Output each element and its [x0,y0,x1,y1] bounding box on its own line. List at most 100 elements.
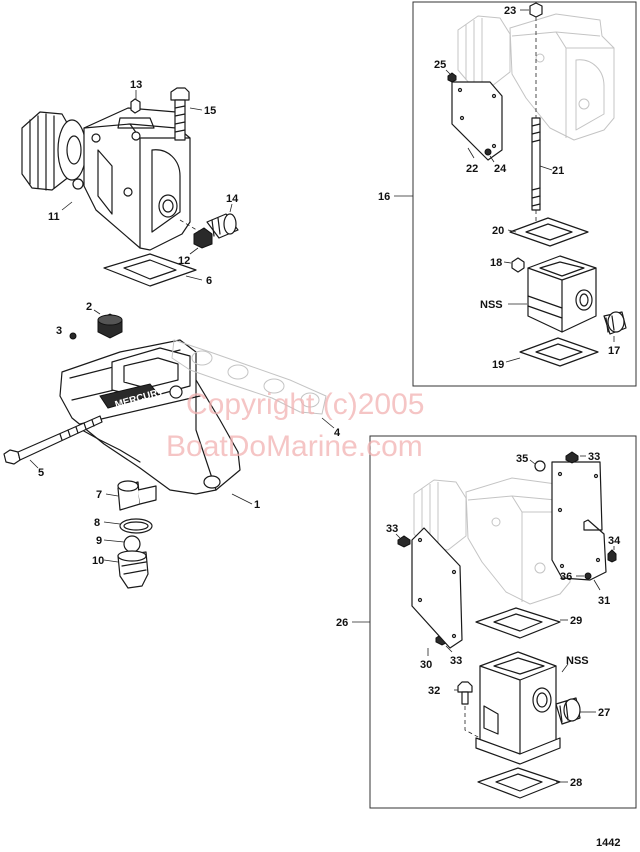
callout-27: 27 [598,707,610,719]
callout-12: 12 [178,255,190,267]
plug-36 [584,572,592,580]
ghost-elbow-top [457,13,615,141]
leader-33-bottom [445,645,453,653]
leader-31 [593,579,601,591]
dash-32 [464,706,481,739]
leader-35 [529,459,536,465]
callout-19: 19 [492,359,504,371]
screw-33-left [397,535,411,548]
elbow-fitting-10 [117,550,149,589]
dash-12-14 [179,219,201,233]
fitting-14 [206,213,239,239]
callout-8: 8 [94,517,100,529]
leader-14 [229,203,233,213]
gasket-28 [477,767,561,799]
plate-31 [551,461,607,581]
callout-35: 35 [516,453,528,465]
callout-30: 30 [420,659,432,671]
elbow-assembly-11 [21,107,191,251]
leader-25 [445,69,451,75]
screw-24 [484,148,492,156]
callout-15: 15 [204,105,216,117]
fitting-27 [555,697,581,725]
leader-2 [93,309,101,315]
callout-23: 23 [504,5,516,17]
callout-5: 5 [38,467,44,479]
leader-20 [507,229,517,233]
screw-34 [607,549,617,563]
leader-10 [103,559,119,563]
plug-35 [534,460,546,472]
bolt-5 [3,415,103,465]
callout-32: 32 [428,685,440,697]
callout-33-bottom: 33 [450,655,462,667]
callout-4: 4 [334,427,341,439]
leader-12 [189,247,199,255]
callout-33-left: 33 [386,523,398,535]
nut-3 [69,332,77,340]
plug-2 [97,313,123,339]
callout-16: 16 [378,191,390,203]
fitting-7 [117,480,157,511]
manifold-gasket-4 [171,339,327,415]
callout-nss-bottom: NSS [566,655,589,667]
callout-nss-top: NSS [480,299,503,311]
leader-21 [539,165,553,171]
callout-1: 1 [254,499,260,511]
callout-11: 11 [48,211,60,223]
leader-6 [185,275,203,281]
riser-nss-bottom [475,651,561,765]
leader-4 [321,417,335,429]
callout-18: 18 [490,257,502,269]
leader-33-left [395,533,401,539]
leader-8 [103,521,121,525]
o-ring-8 [119,518,153,534]
callout-6: 6 [206,275,212,287]
gasket-19 [519,337,599,367]
callout-28: 28 [570,777,582,789]
callout-24: 24 [494,163,507,175]
callout-2: 2 [86,301,92,313]
callout-20: 20 [492,225,504,237]
leader-24 [489,155,495,163]
leader-19 [505,357,521,363]
plate-22 [451,81,503,161]
callout-31: 31 [598,595,610,607]
callout-34: 34 [608,535,621,547]
leader-5 [29,459,39,469]
leader-15 [189,107,203,111]
callout-33-top: 33 [588,451,600,463]
ball-9 [123,535,141,553]
plug-12 [193,227,213,249]
callout-26: 26 [336,617,348,629]
callout-36: 36 [560,571,572,583]
page-number: 1442 [596,837,620,849]
callout-17: 17 [608,345,620,357]
callout-22: 22 [466,163,478,175]
nut-23 [529,2,543,18]
callout-3: 3 [56,325,62,337]
screw-18 [511,257,525,273]
callout-13: 13 [130,79,142,91]
plate-30 [411,527,463,649]
leader-22 [467,147,475,159]
nut-13 [130,98,141,114]
callout-9: 9 [96,535,102,547]
stud-21 [531,117,541,211]
callout-21: 21 [552,165,564,177]
gasket-6 [103,253,197,287]
watermark-line-1: Copyright (c)2005 [186,388,424,421]
bolt-15 [170,87,190,141]
callout-7: 7 [96,489,102,501]
fitting-17 [603,311,627,335]
leader-9 [103,539,125,543]
leader-1 [231,493,253,505]
leader-18 [503,261,512,264]
gasket-29 [475,607,561,639]
leader-11 [61,201,73,211]
screw-33-top [565,451,579,464]
leader-nss-bottom [561,663,569,673]
bolt-32 [457,681,473,705]
gasket-20 [509,217,589,247]
